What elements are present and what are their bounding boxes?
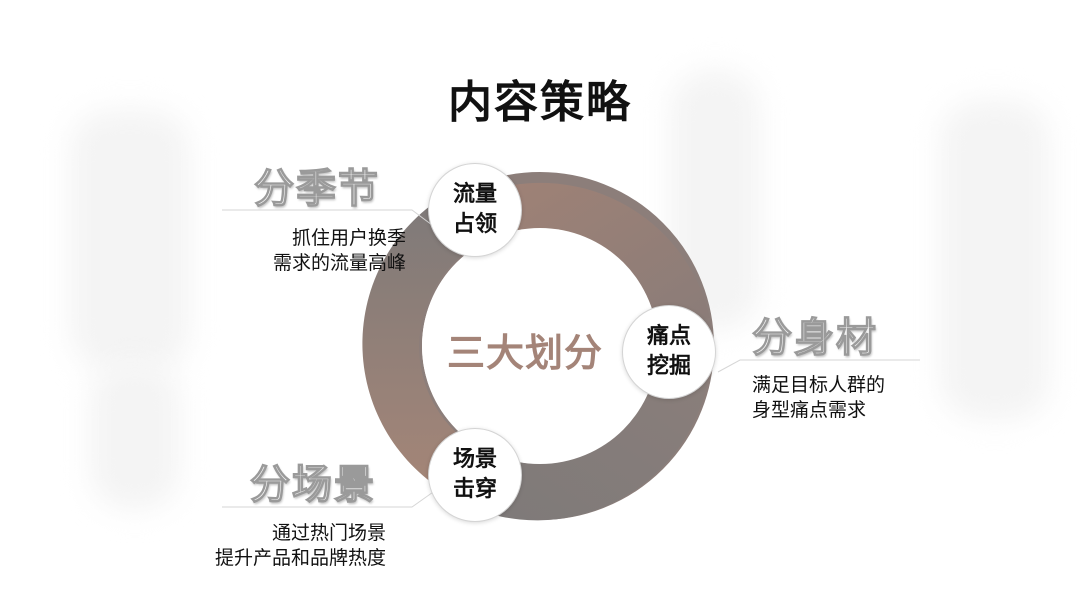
- connector-line-scene: [222, 489, 437, 508]
- desc-line: 满足目标人群的: [752, 374, 886, 396]
- node-text: 击穿: [452, 477, 497, 502]
- background-silhouette-right: [940, 100, 1050, 420]
- connector-line-season: [222, 209, 437, 229]
- page-title: 内容策略: [448, 77, 632, 128]
- ring-segment-bottom: [484, 368, 708, 521]
- node-pain-point-mining: 痛点 挖掘: [622, 305, 716, 399]
- desc-body-type: 满足目标人群的 身型痛点需求: [752, 373, 952, 423]
- desc-line: 提升产品和品牌热度: [214, 547, 386, 569]
- desc-line: 需求的流量高峰: [272, 252, 406, 274]
- node-traffic-capture: 流量 占领: [428, 163, 522, 257]
- heading-body-type: 分身材: [751, 314, 878, 361]
- desc-line: 通过热门场景: [271, 522, 386, 544]
- node-text: 占领: [452, 212, 497, 237]
- background-silhouette-left: [70, 110, 190, 370]
- ring-segment-left: [362, 206, 484, 500]
- node-text: 流量: [452, 182, 497, 207]
- center-label: 三大划分: [446, 331, 603, 375]
- node-scene-breakthrough: 场景 击穿: [428, 428, 522, 522]
- desc-line: 抓住用户换季: [291, 227, 406, 249]
- node-text: 挖掘: [646, 354, 691, 379]
- desc-season: 抓住用户换季 需求的流量高峰: [210, 226, 406, 276]
- desc-line: 身型痛点需求: [752, 399, 867, 421]
- background-silhouette-left-legs: [90, 360, 180, 510]
- ring-segment-top: [474, 182, 710, 328]
- heading-season: 分季节: [253, 165, 380, 212]
- connector-line-body: [717, 359, 920, 373]
- ring-inner-hole: [422, 228, 658, 464]
- heading-scene: 分场景: [249, 461, 376, 508]
- node-text: 痛点: [646, 324, 691, 349]
- node-text: 场景: [452, 447, 497, 472]
- desc-scene: 通过热门场景 提升产品和品牌热度: [170, 521, 386, 571]
